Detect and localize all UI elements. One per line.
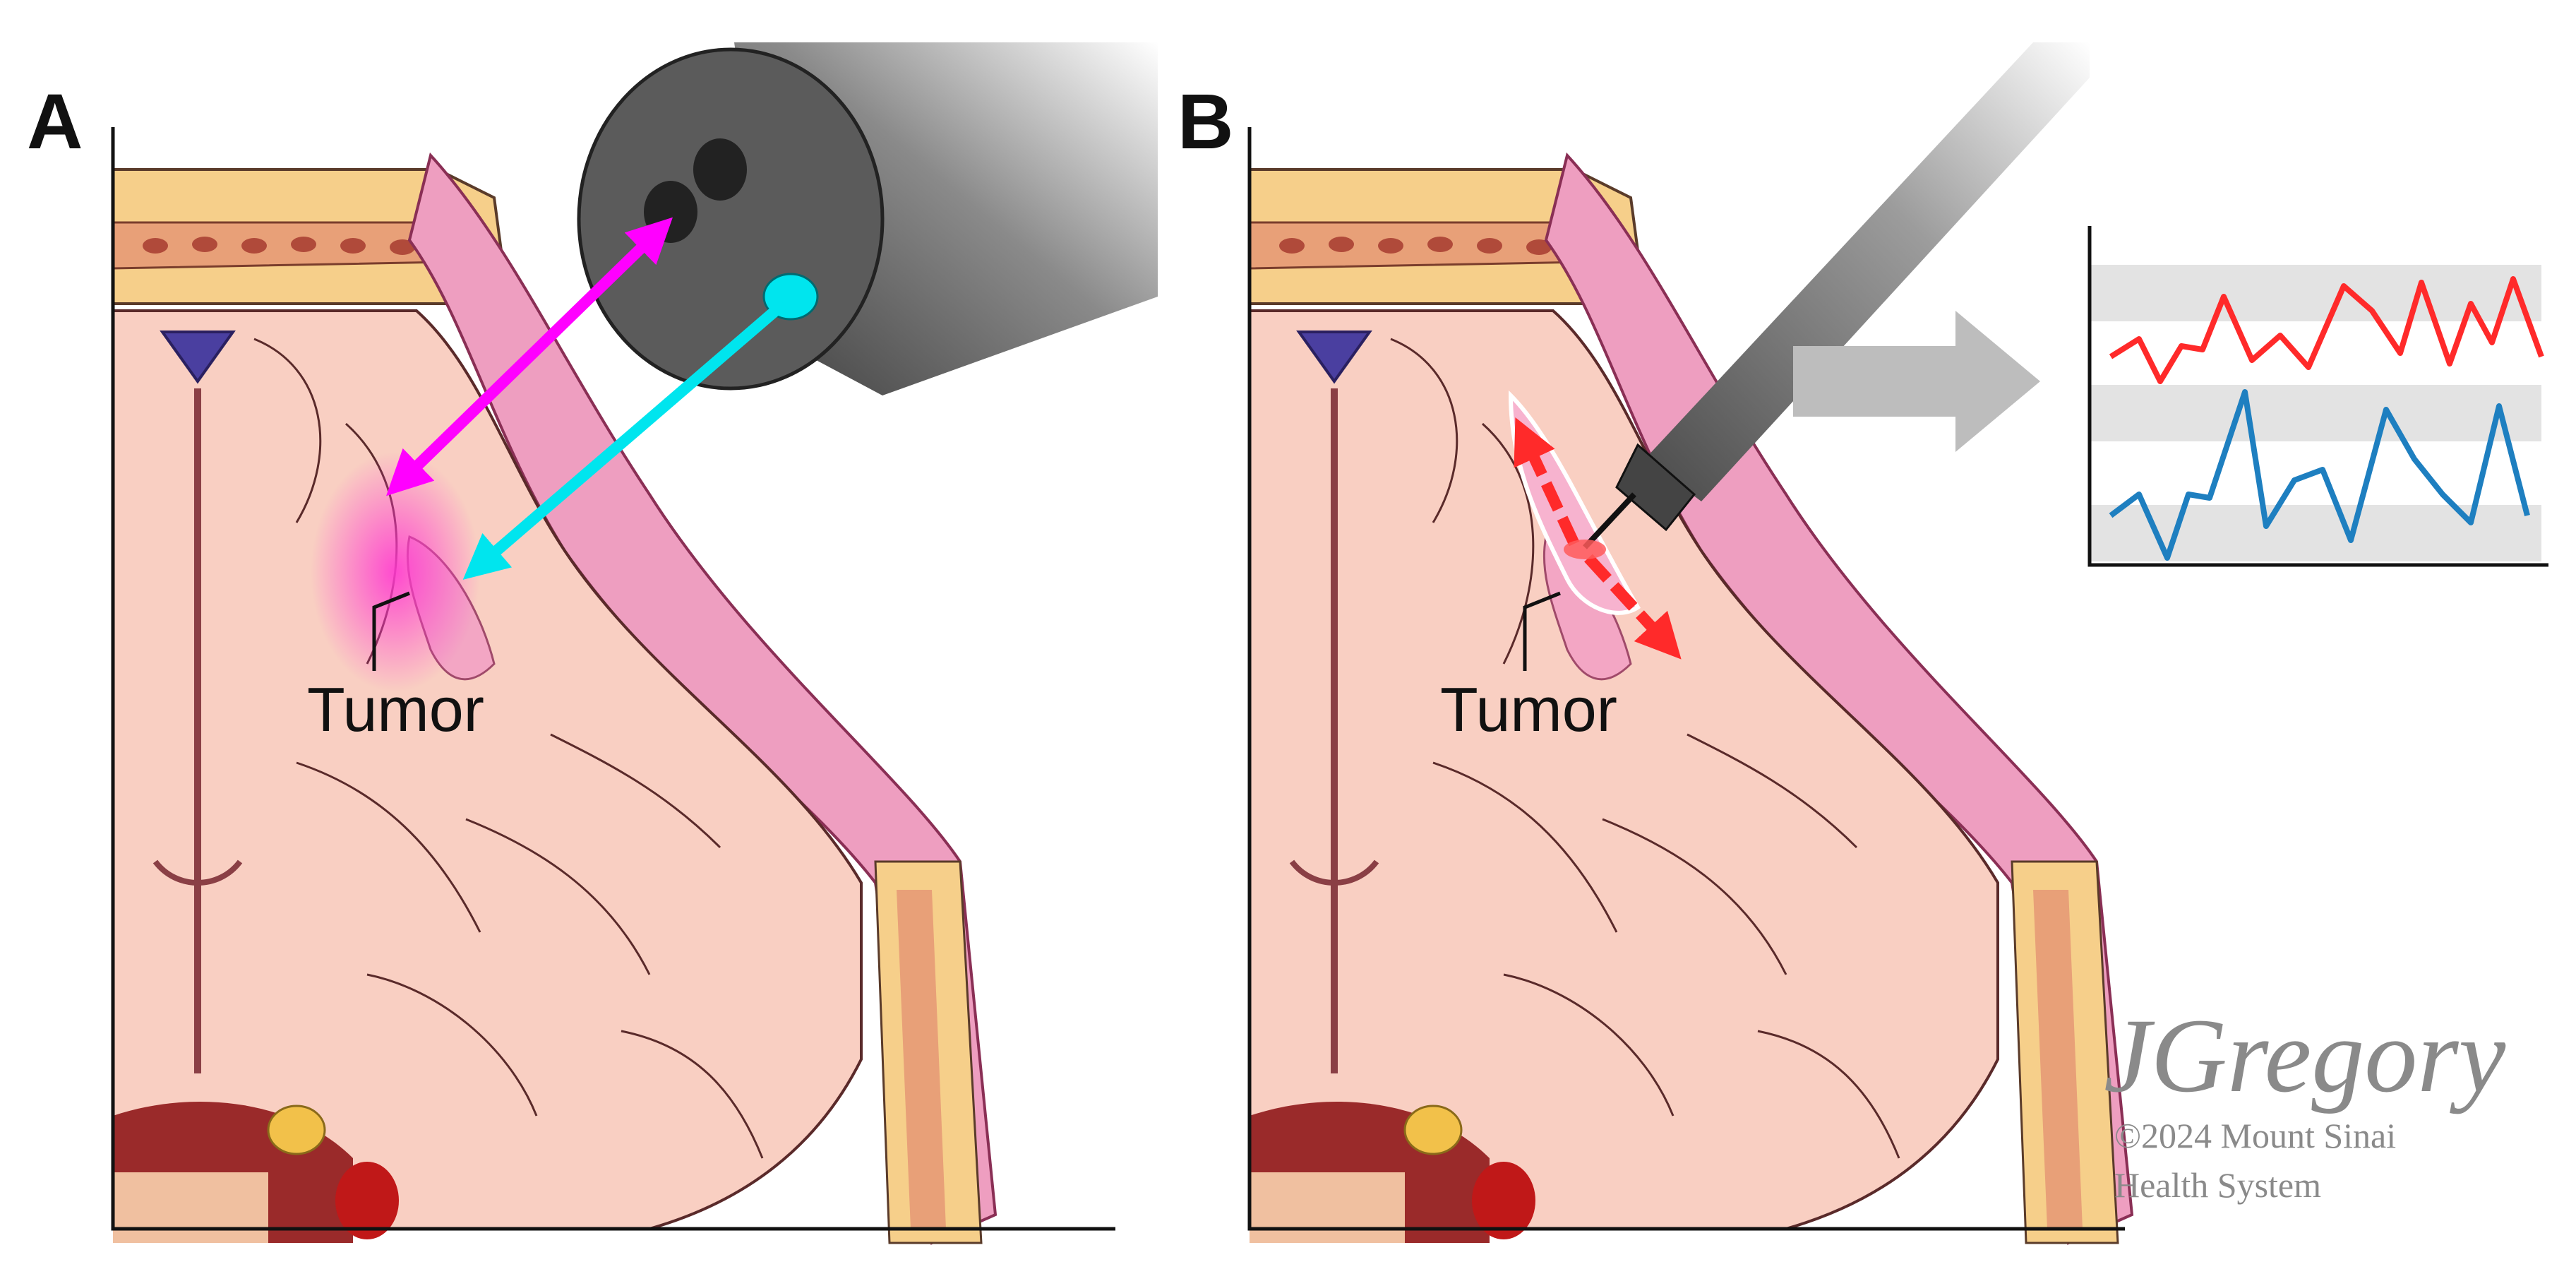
artist-signature: JGregory [2104, 997, 2506, 1114]
panel-b-scan-arrow-down [1584, 554, 1682, 660]
panel-b-output-arrow [1793, 311, 2040, 452]
copyright-line-1: ©2024 Mount Sinai [2114, 1116, 2396, 1155]
panel-a-tumor-leader [372, 591, 410, 671]
panel-b-signal-chart [2087, 226, 2548, 567]
panel-b-tumor-label: Tumor [1440, 674, 1617, 744]
panel-a-excitation-arrow [386, 217, 673, 496]
panel-b-probe [1583, 42, 2090, 549]
panel-a-tumor-glow [311, 452, 480, 692]
panel-b-tumor-leader [1523, 591, 1561, 671]
panel-b-laser-spot [1564, 540, 1606, 559]
panel-a-tumor-label: Tumor [307, 674, 484, 744]
signal-trace-red [2109, 276, 2544, 384]
panel-a: A Tumor [27, 42, 1158, 1243]
panel-b-scan-arrow-up [1514, 417, 1580, 547]
panel-b-letter: B [1178, 78, 1233, 165]
artist-credit: JGregory ©2024 Mount Sinai Health System [2104, 997, 2506, 1205]
panel-b-axes [1247, 127, 2125, 1231]
signal-trace-blue [2109, 389, 2530, 561]
panel-a-return-arrow [462, 299, 788, 580]
panel-a-letter: A [27, 78, 83, 165]
copyright-line-2: Health System [2114, 1165, 2321, 1205]
panel-b: B Tumor [1178, 42, 2548, 1243]
panel-a-axes [111, 127, 1115, 1231]
